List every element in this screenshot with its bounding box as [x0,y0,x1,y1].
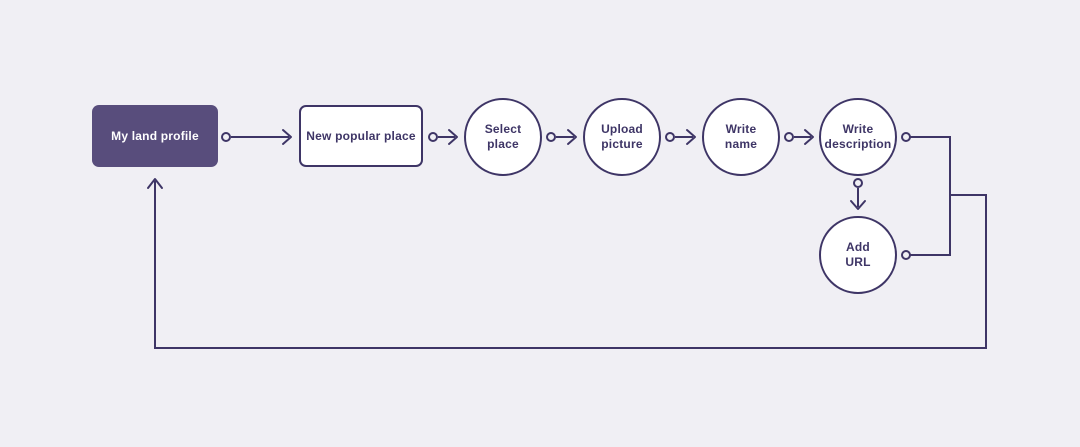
connector-dot-icon [428,132,438,142]
arrowhead-icon [850,200,866,210]
edge-upload-to-name [665,129,696,145]
node-label: New popular place [306,128,416,143]
node-label: Write [842,122,874,136]
node-label: Upload [601,122,643,136]
connector-dot-icon [784,132,794,142]
arrowhead-icon [686,129,696,145]
node-label: Write [725,122,757,136]
edge-place-to-select [428,129,458,145]
node-label: picture [601,137,643,151]
node-label: name [724,137,758,151]
node-label: description [824,137,892,151]
arrowhead-icon [282,129,292,145]
edge-description-to-url [850,178,866,210]
node-label: Select [484,122,522,136]
connector-dot-icon [665,132,675,142]
node-my-land-profile: My land profile [92,105,218,167]
node-upload-picture: Upload picture [583,98,661,176]
arrowhead-icon [147,178,163,189]
connector-dot-icon [901,250,911,260]
node-label: place [487,137,519,151]
node-label: URL [845,255,871,269]
node-select-place: Select place [464,98,542,176]
node-write-description: Write description [819,98,897,176]
arrowhead-icon [448,129,458,145]
arrowhead-icon [804,129,814,145]
edge-profile-to-place [221,129,292,145]
connector-dot-icon [221,132,231,142]
node-add-url: Add URL [819,216,897,294]
edge-merge-rail [901,132,951,260]
connector-dot-icon [901,132,911,142]
edge-select-to-upload [546,129,577,145]
connector-dot-icon [546,132,556,142]
edge-return-loop [147,178,987,349]
edge-name-to-description [784,129,814,145]
node-label: Add [846,240,870,254]
node-new-popular-place: New popular place [299,105,423,167]
node-write-name: Write name [702,98,780,176]
connector-dot-icon [853,178,863,188]
node-label: My land profile [111,128,199,143]
arrowhead-icon [567,129,577,145]
